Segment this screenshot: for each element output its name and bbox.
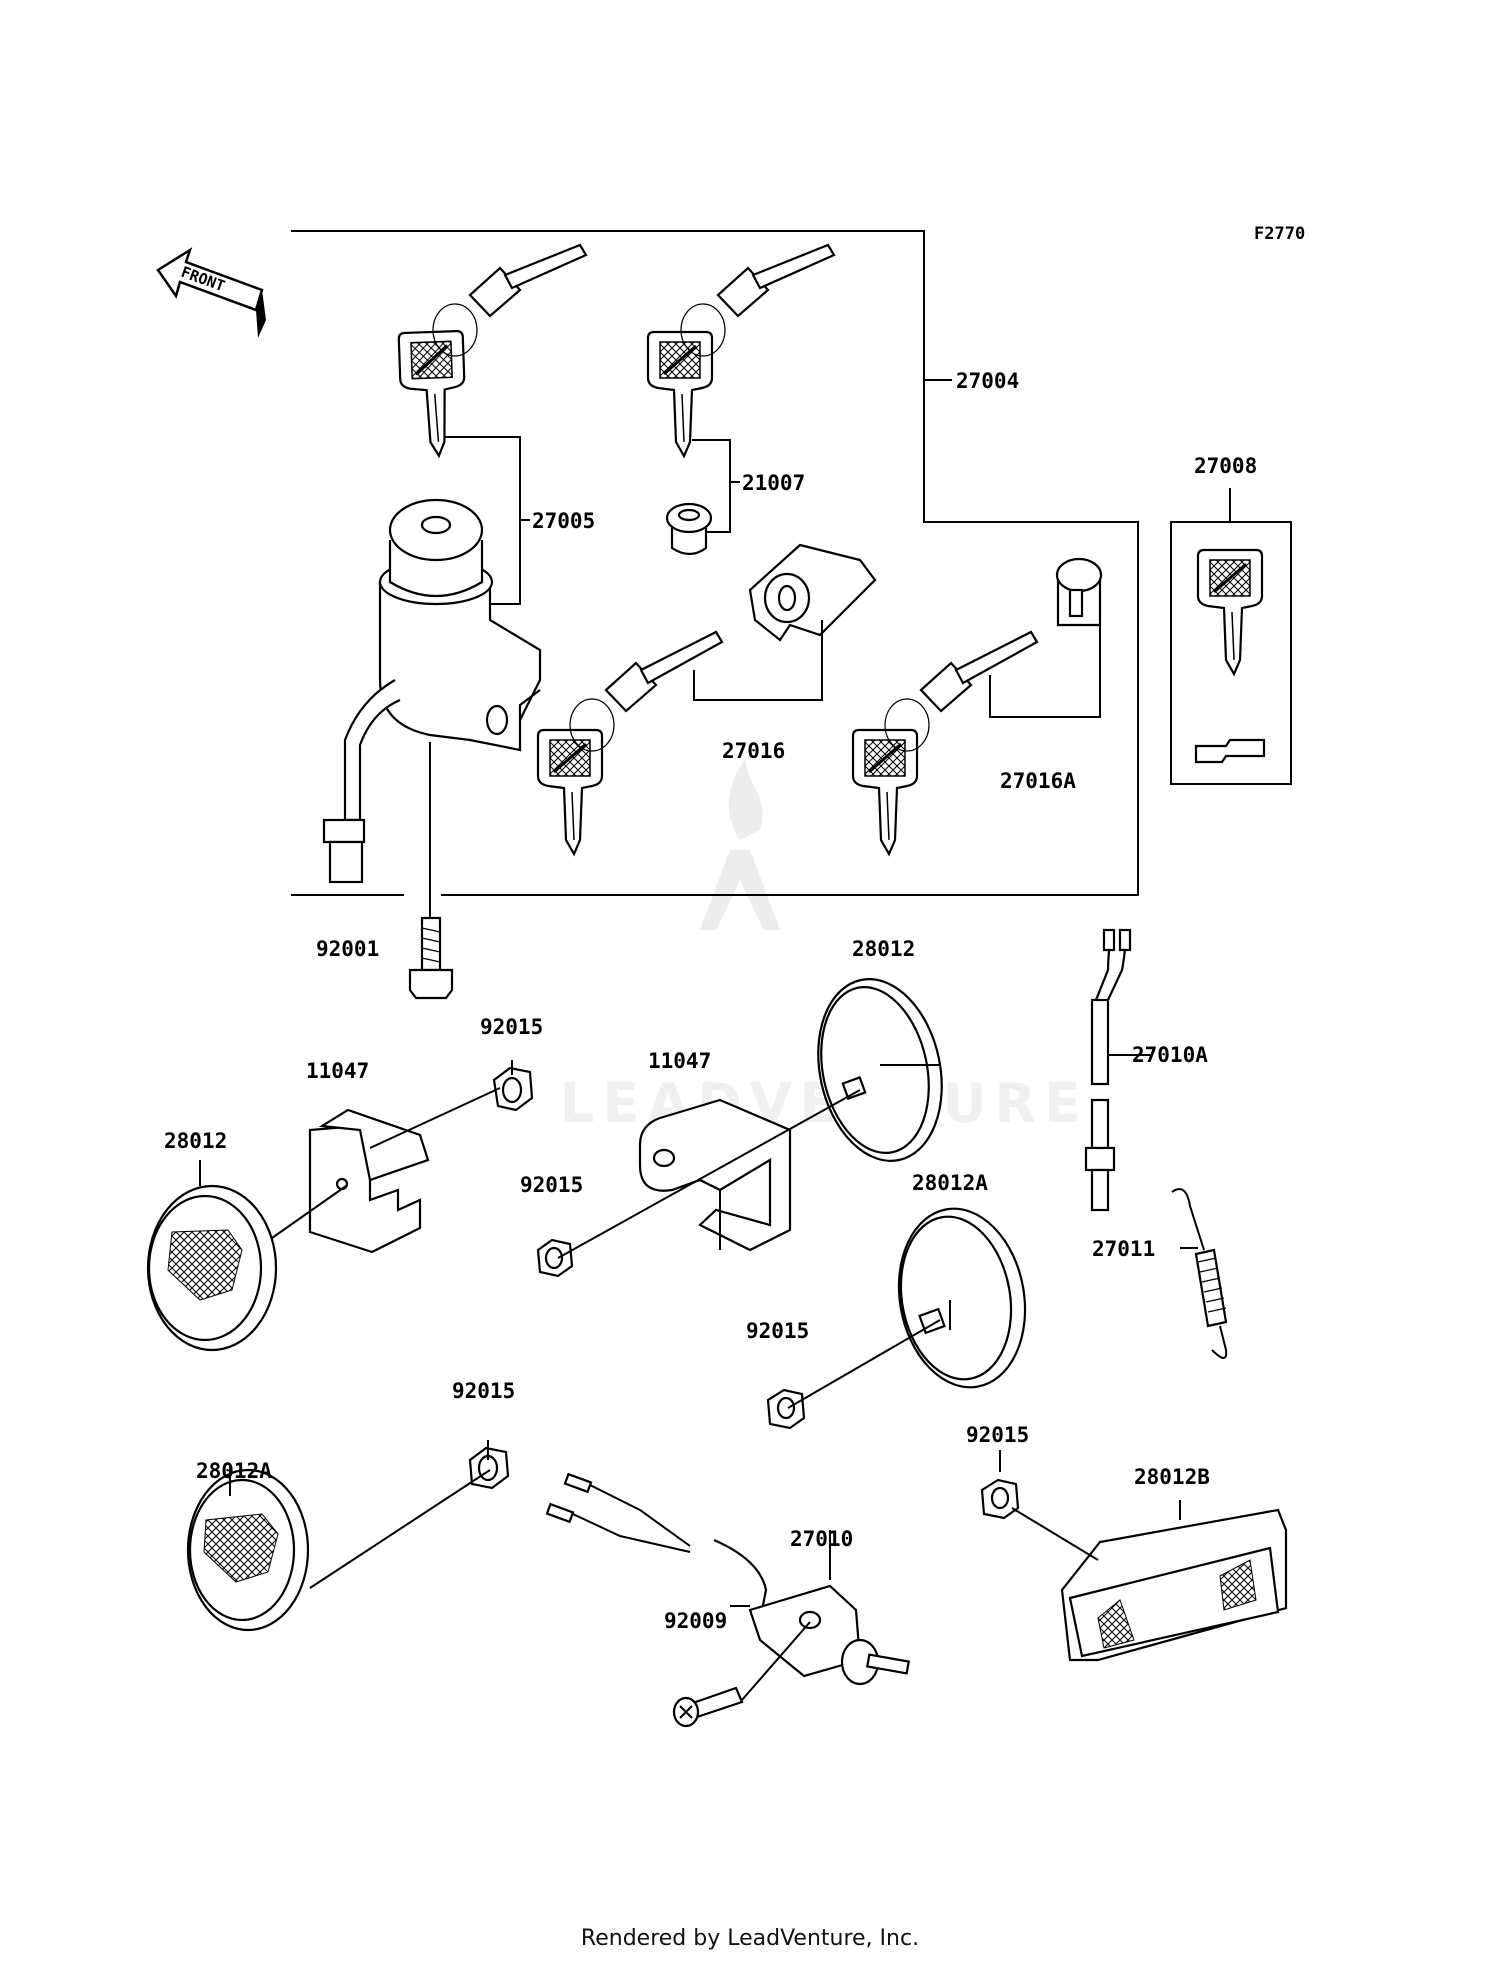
part-label: 28012 (164, 1129, 227, 1153)
key-ring-icon (569, 630, 724, 752)
footer-credit: Rendered by LeadVenture, Inc. (580, 1926, 920, 1951)
part-label: 92009 (664, 1609, 727, 1633)
part-label: 27004 (956, 369, 1019, 393)
part-label: 21007 (742, 471, 805, 495)
reflector-icon (146, 1184, 278, 1352)
part-label: 27016A (1000, 769, 1076, 793)
bolt-icon (408, 916, 454, 1000)
key-icon (851, 728, 919, 856)
key-icon (646, 330, 714, 458)
key-tag-icon (1194, 738, 1266, 764)
brake-switch-icon (545, 1472, 911, 1686)
seat-lock-icon (1055, 557, 1103, 627)
part-label: 92015 (966, 1423, 1029, 1447)
reflector-icon (897, 1207, 1027, 1389)
part-label: 27010 (790, 1527, 853, 1551)
reflector-icon (186, 1468, 310, 1632)
brake-switch-icon (1084, 928, 1132, 1212)
part-label: 92015 (452, 1379, 515, 1403)
lock-cap-icon (665, 502, 713, 556)
key-ring-icon (432, 243, 588, 357)
part-label: 28012A (196, 1459, 272, 1483)
bracket-icon (638, 1098, 792, 1252)
part-label: 92015 (480, 1015, 543, 1039)
part-label: 28012A (912, 1171, 988, 1195)
key-ring-icon (884, 630, 1039, 752)
part-label: 27005 (532, 509, 595, 533)
leader-lines (199, 1054, 1198, 1701)
key-icon (397, 329, 469, 459)
nut-icon (980, 1478, 1020, 1520)
nut-icon (766, 1388, 806, 1430)
part-label: 27011 (1092, 1237, 1155, 1261)
screw-icon (672, 1686, 744, 1728)
part-label: 11047 (648, 1049, 711, 1073)
nut-icon (492, 1066, 534, 1112)
part-label: 27016 (722, 739, 785, 763)
part-label: 11047 (306, 1059, 369, 1083)
spring-icon (1171, 1188, 1228, 1359)
part-label: 92015 (746, 1319, 809, 1343)
key-icon (536, 728, 604, 856)
assembly-outline (291, 230, 1139, 896)
lock-cylinder-icon (748, 543, 877, 642)
front-arrow-icon (156, 247, 266, 338)
reflector-icon (817, 978, 943, 1162)
leader-lines (429, 379, 1231, 960)
ignition-switch-icon (322, 498, 542, 884)
rectangular-reflector-icon (1060, 1508, 1288, 1662)
nut-icon (536, 1238, 574, 1278)
part-label: 28012 (852, 937, 915, 961)
key-icon (1196, 548, 1264, 676)
key-ring-icon (680, 243, 836, 357)
bracket-icon (308, 1108, 430, 1254)
part-label: 27010A (1132, 1043, 1208, 1067)
part-label: 27008 (1194, 454, 1257, 478)
figure-id: F2770 (1254, 224, 1305, 244)
part-label: 92001 (316, 937, 379, 961)
watermark-logo (700, 760, 780, 930)
part-label: 92015 (520, 1173, 583, 1197)
part-label: 28012B (1134, 1465, 1210, 1489)
